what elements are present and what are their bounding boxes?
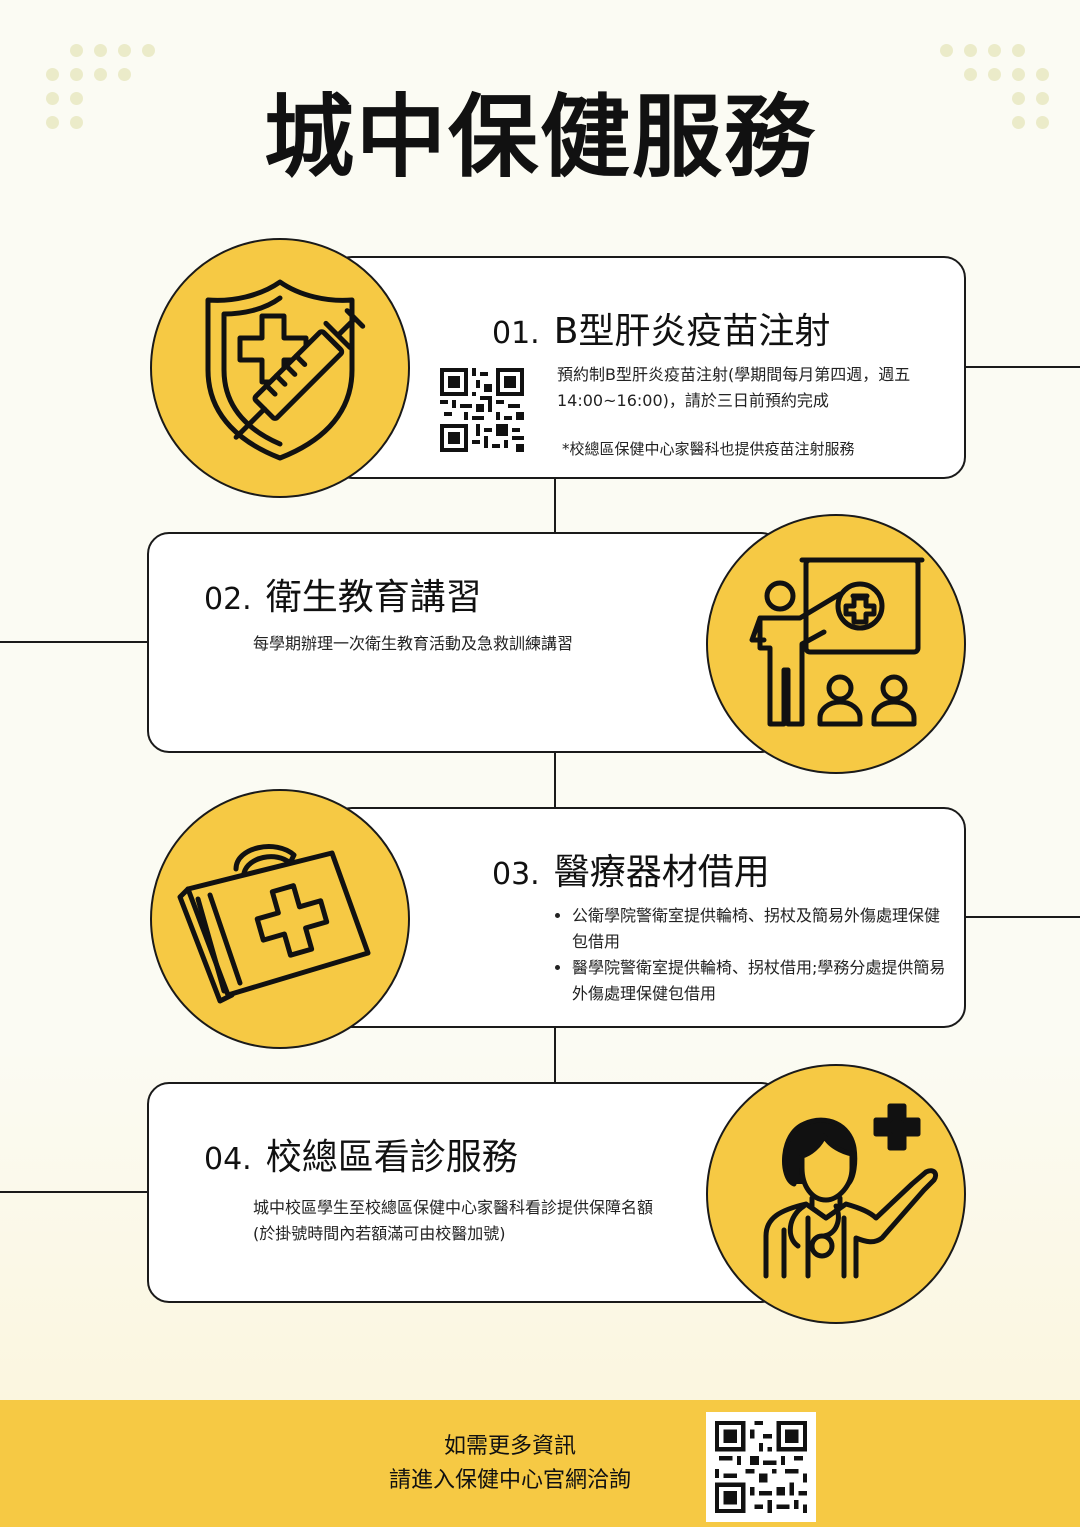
service-description: 預約制B型肝炎疫苗注射(學期間每月第四週，週五14:00~16:00)，請於三日… [557,365,911,410]
service-card-clinic [147,1082,783,1303]
service-number: 02. [204,582,252,617]
presenter-icon [749,557,925,727]
service-number: 04. [204,1142,252,1177]
service-card-equipment-loan [330,807,966,1028]
service-icon-circle [150,789,410,1049]
service-icon-circle [150,238,410,498]
shield-syringe-icon [205,279,366,461]
list-item: 醫學院警衛室提供輪椅、拐杖借用;學務分處提供簡易外傷處理保健包借用 [572,955,952,1007]
service-title: 校總區看診服務 [265,1137,518,1178]
service-bullet-list: 公衛學院警衛室提供輪椅、拐杖及簡易外傷處理保健包借用 醫學院警衛室提供輪椅、拐杖… [552,903,952,1007]
service-title: 醫療器材借用 [553,852,770,893]
connector-line [964,916,1080,918]
service-icon-circle [706,514,966,774]
connector-line [0,641,148,643]
service-number: 03. [492,857,540,892]
connector-line [964,366,1080,368]
service-heading: 02. 衛生教育講習 [204,576,482,622]
website-qr-code[interactable] [706,1412,816,1522]
service-card-vaccine [330,256,966,479]
service-note: *校總區保健中心家醫科也提供疫苗注射服務 [562,440,855,458]
service-title: 衛生教育講習 [265,577,482,618]
service-heading: 01. B型肝炎疫苗注射 [492,310,830,356]
service-icon-circle [706,1064,966,1324]
connector-line [0,1191,148,1193]
qr-code [440,368,524,452]
footer-line: 如需更多資訊 [443,1434,576,1459]
service-description: 每學期辦理一次衛生教育活動及急救訓練講習 [253,634,574,653]
service-description: 城中校區學生至校總區保健中心家醫科看診提供保障名額(於掛號時間內若額滿可由校醫加… [253,1198,654,1243]
footer-bar: 如需更多資訊 請進入保健中心官網洽詢 [0,1400,1080,1527]
service-card-health-education [147,532,783,753]
decorative-dots-left [46,44,158,132]
medical-kit-icon [177,844,371,1004]
service-number: 01. [492,316,540,351]
service-title: B型肝炎疫苗注射 [553,311,831,352]
connector-line [554,1027,556,1083]
page-title: 城中保健服務 [264,85,816,190]
list-item: 公衛學院警衛室提供輪椅、拐杖及簡易外傷處理保健包借用 [572,903,952,955]
footer-text: 如需更多資訊 請進入保健中心官網洽詢 [360,1430,660,1498]
service-heading: 04. 校總區看診服務 [204,1136,518,1182]
connector-line [554,478,556,533]
doctor-icon [763,1103,939,1279]
footer-line: 請進入保健中心官網洽詢 [388,1468,631,1493]
service-heading: 03. 醫療器材借用 [492,851,770,897]
decorative-dots-right [940,44,1052,132]
connector-line [554,752,556,808]
